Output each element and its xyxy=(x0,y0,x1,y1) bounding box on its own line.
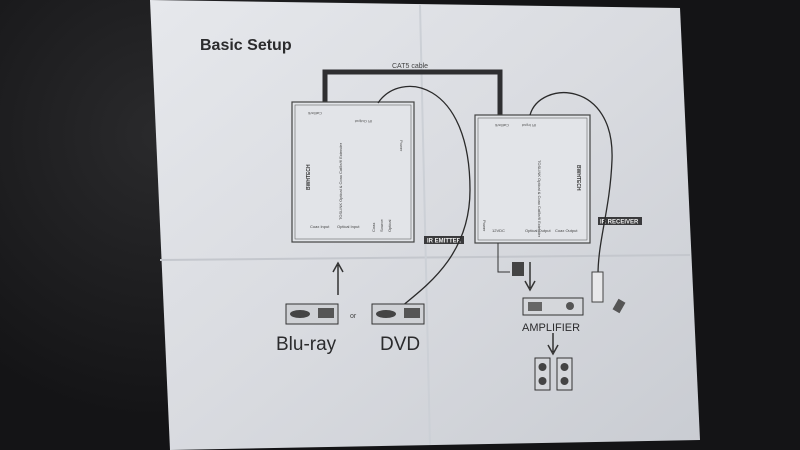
cat5-cable xyxy=(322,69,503,120)
dvd-player-icon xyxy=(371,303,425,325)
rx-brand: BWHTECH xyxy=(575,165,581,191)
rx-port-label: Cat5e/6 xyxy=(494,123,509,128)
tx-source: Optical xyxy=(387,219,392,232)
receiver-box: Cat5e/6 IR Input BWHTECH TOSLINK Optical… xyxy=(474,114,591,244)
speakers-icon xyxy=(534,357,573,391)
ir-emitter-cable xyxy=(377,85,471,313)
diagram-title: Basic Setup xyxy=(200,37,292,54)
transmitter-box: Cat5e/6 IR Output Power BWHTECH TOSLINK … xyxy=(291,101,415,243)
ir-receiver-eye xyxy=(591,271,604,303)
bluray-label: Blu-ray xyxy=(276,334,337,355)
rx-ir-input: IR Input xyxy=(521,123,536,128)
bluray-player-icon xyxy=(285,303,339,325)
arrow-down-icon xyxy=(547,333,559,356)
amplifier-label: AMPLIFIER xyxy=(522,322,580,334)
ir-emitter-label: IR EMITTER xyxy=(427,239,462,245)
power-adapter-icon xyxy=(512,262,524,276)
tx-brand: BWHTECH xyxy=(306,164,312,190)
amplifier-icon xyxy=(522,297,584,316)
tx-ir-output: IR Output xyxy=(354,119,372,124)
power-cable xyxy=(497,243,510,273)
arrow-down-icon xyxy=(524,262,536,292)
rx-power: Power xyxy=(482,220,487,232)
tx-source: Coax xyxy=(371,223,376,232)
ir-receiver-tag xyxy=(598,217,642,225)
rx-output: Coax Output xyxy=(555,228,578,233)
rx-product: TOSLINK Optical & Coax Cat5e/6 Extender xyxy=(537,160,542,238)
arrow-up-icon xyxy=(332,261,344,295)
tx-input: Optical Input xyxy=(337,224,360,229)
tx-input: Coax Input xyxy=(310,224,330,229)
ir-receiver-cable xyxy=(529,92,613,276)
rx-output: Optical Output xyxy=(525,228,551,233)
tx-product: TOSLINK Optical & Coax Cat5e/6 Extender xyxy=(338,142,343,220)
or-label: or xyxy=(350,313,357,320)
dvd-label: DVD xyxy=(380,334,420,355)
tx-power: Power xyxy=(399,140,404,152)
remote-control-icon xyxy=(612,298,626,314)
cable-label: CAT5 cable xyxy=(392,63,428,70)
tx-port-label: Cat5e/6 xyxy=(307,111,322,116)
ir-receiver-label: IR RECEIVER xyxy=(600,220,639,226)
ir-emitter-tag xyxy=(424,236,464,244)
fold-line xyxy=(419,4,431,446)
rx-output: 12VDC xyxy=(492,228,505,233)
tx-source: Source xyxy=(379,219,384,232)
